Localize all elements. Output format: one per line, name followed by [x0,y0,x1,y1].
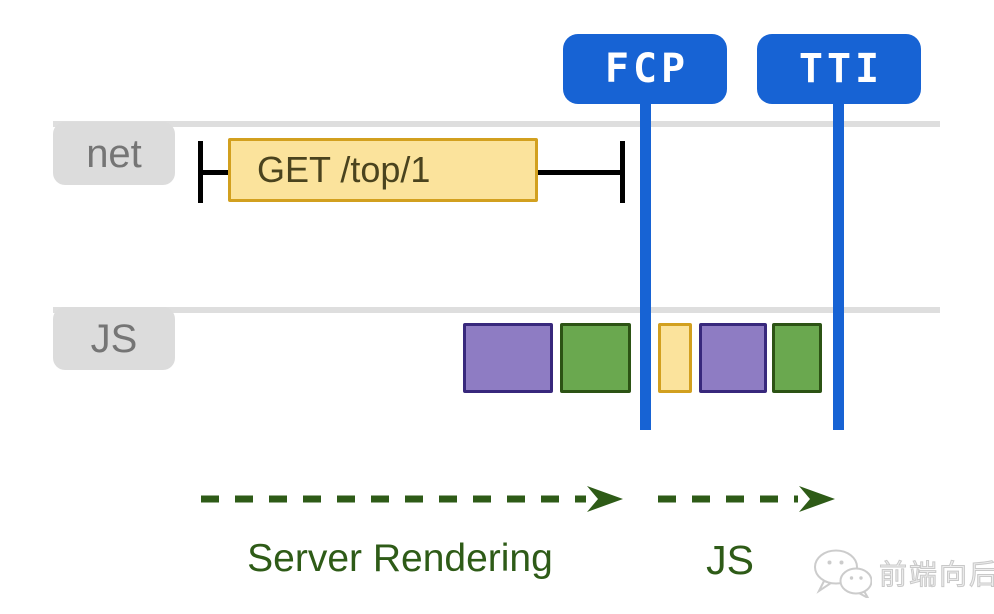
js-phase-label: JS [706,537,754,583]
wechat-icon [814,549,872,598]
net-track-line [53,121,940,127]
watermark-text: 前端向后 [878,559,994,591]
tti-marker-badge: TTI [757,34,921,104]
fcp-marker-badge: FCP [563,34,727,104]
js-task-segment-purple [463,323,553,393]
js-task-segment-green [560,323,631,393]
server-rendering-phase-label: Server Rendering [247,537,553,580]
js-track-line [53,307,940,313]
request-start-tick [198,141,203,203]
server-rendering-phase-arrow [201,486,623,512]
fcp-marker-line [640,96,651,430]
js-task-segment-green [772,323,822,393]
request-start-connector [203,170,228,175]
js-task-segment-purple [699,323,767,393]
network-request-bar: GET /top/1 [228,138,538,202]
js-track-label: JS [53,307,175,370]
js-track-label-text: JS [90,316,138,361]
request-end-connector [538,170,620,175]
request-end-tick [620,141,625,203]
watermark: 前端向后 [812,548,994,598]
tti-marker-line [833,96,844,430]
js-task-segment-yellow [658,323,692,393]
js-phase-arrow [658,486,835,512]
net-track-label: net [53,122,175,185]
net-track-label-text: net [86,131,142,176]
